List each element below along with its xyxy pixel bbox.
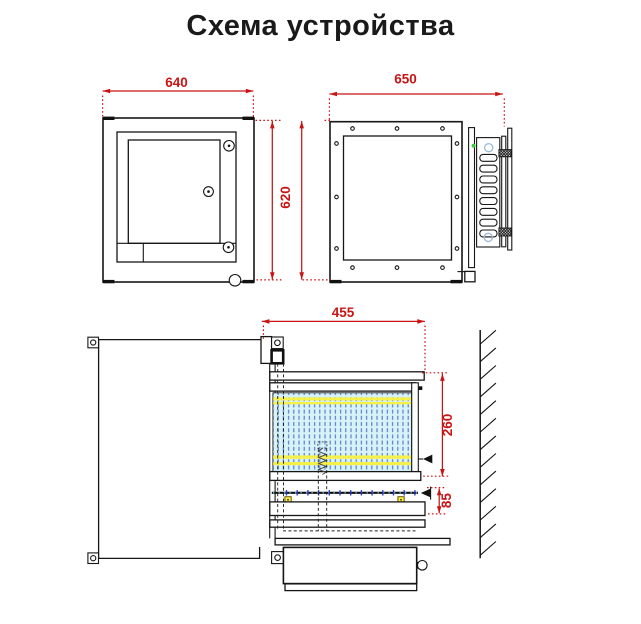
latch-housing-hidden	[317, 441, 328, 449]
vent-hole-bottom	[483, 232, 494, 243]
dim-arrow	[299, 272, 304, 280]
top-plate	[269, 371, 425, 381]
latch-spring	[317, 447, 328, 475]
hinge-nut	[270, 348, 285, 365]
lower-plate	[269, 519, 426, 528]
dim-label-section-depth: 455	[332, 305, 355, 320]
section-view	[87, 335, 451, 592]
dim-arrow	[440, 373, 445, 381]
dim-extension	[427, 487, 447, 515]
vent-slot	[479, 175, 498, 184]
latch-catch-arrow	[423, 454, 433, 464]
corner-mark	[242, 279, 254, 284]
vent-slot	[479, 153, 498, 162]
dim-label-height: 620	[278, 186, 293, 209]
vent-slot	[479, 186, 498, 195]
dim-arrow	[102, 88, 111, 94]
open-door-outline	[97, 338, 261, 560]
dim-arrow	[495, 91, 503, 97]
glass-panel-hatched	[272, 392, 413, 473]
mounting-bar	[468, 127, 476, 269]
screw-holes	[334, 126, 460, 270]
dim-arrow	[245, 88, 254, 94]
front-door-frame	[116, 131, 237, 263]
drawer-knob	[416, 559, 428, 571]
wall-hatch-strokes	[479, 329, 497, 556]
side-foot	[464, 270, 476, 283]
dim-extension	[255, 119, 331, 281]
firebox-bottom-plate	[269, 470, 422, 482]
door-hinge-bottom	[222, 241, 235, 254]
vent-slot	[479, 197, 498, 206]
dim-arrow	[329, 91, 337, 97]
vent-slot	[479, 207, 498, 216]
vent-grill-panel	[471, 137, 501, 248]
dim-arrow	[436, 506, 442, 514]
front-view	[102, 116, 255, 287]
lower-plate	[269, 501, 426, 517]
grate-axis-ticks	[285, 490, 416, 496]
vent-slot	[479, 229, 498, 238]
dim-arrow	[261, 319, 270, 324]
rear-bar	[507, 127, 513, 251]
seal-stripe	[273, 461, 412, 466]
hinge-assembly	[260, 335, 285, 365]
corner-mark	[103, 279, 115, 284]
corner-mark	[242, 116, 254, 120]
door-handle	[203, 186, 214, 198]
dim-label-firebox-depth: 260	[440, 414, 455, 437]
wall-hatching	[479, 329, 497, 559]
corner-mark	[330, 279, 342, 284]
dim-extension	[102, 95, 254, 117]
ash-drawer	[282, 546, 418, 585]
dim-arrow	[440, 469, 445, 477]
base-plate	[284, 583, 418, 592]
dim-arrow	[436, 488, 442, 496]
second-plate	[269, 382, 416, 392]
door-corner-fitting	[271, 551, 285, 565]
diagram-title: Схема устройства	[186, 10, 455, 42]
dim-label-side-depth: 650	[394, 72, 417, 87]
vent-slot	[479, 164, 498, 173]
right-column	[411, 382, 419, 476]
door-corner-fitting	[87, 336, 100, 349]
dim-arrow	[270, 272, 275, 280]
bracket-hatch-top	[498, 149, 512, 158]
side-inner-panel	[342, 135, 453, 261]
base-shelf	[274, 537, 451, 546]
vent-hole-top	[483, 142, 494, 153]
door-corner-fitting	[87, 552, 100, 565]
dim-extension	[328, 98, 505, 127]
vent-slot	[479, 218, 498, 227]
door-hinge-top	[223, 139, 235, 152]
dim-arrow	[299, 121, 304, 129]
dim-label-grate-gap: 85	[439, 493, 454, 509]
front-outer-frame	[102, 117, 255, 283]
side-body	[329, 120, 463, 283]
dim-arrow	[417, 319, 425, 324]
dim-arrow	[270, 121, 275, 129]
screw-head	[418, 386, 423, 390]
green-marker-dot	[471, 143, 476, 148]
seal-stripe	[273, 397, 412, 401]
dim-extension	[421, 372, 449, 477]
dim-extension	[262, 325, 426, 372]
seal-stripe	[273, 455, 412, 459]
dimension-annotations: 640 650 620 455	[102, 72, 505, 515]
damper-knob	[228, 273, 242, 287]
rod-end-arrow	[420, 488, 431, 498]
dim-label-front-width: 640	[165, 75, 188, 90]
corner-mark	[450, 279, 462, 284]
rear-bar	[501, 135, 507, 248]
side-view	[329, 120, 513, 284]
corner-mark	[103, 116, 115, 120]
bracket-hatch-bottom	[498, 227, 512, 237]
hidden-edges	[277, 363, 328, 531]
seal-stripe	[273, 401, 412, 405]
